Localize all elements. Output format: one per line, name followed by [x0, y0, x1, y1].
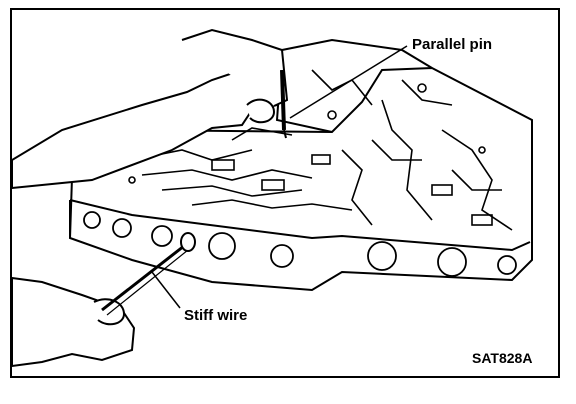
upper-hand-icon: [12, 28, 289, 190]
parallel-pin-icon: [280, 69, 287, 139]
stiff-wire-icon: [101, 232, 196, 316]
illustration-frame: Parallel pin Stiff wire SAT828A: [10, 8, 560, 378]
parallel-pin-label: Parallel pin: [412, 36, 493, 53]
valve-body: [68, 38, 533, 292]
valve-body-illustration: [12, 28, 533, 368]
parallel-pin-leader: [289, 45, 408, 119]
stiff-wire-leader: [151, 271, 181, 309]
lower-hand-icon: [12, 276, 136, 368]
stiff-wire-label: Stiff wire: [184, 307, 248, 324]
figure-code: SAT828A: [472, 350, 533, 366]
